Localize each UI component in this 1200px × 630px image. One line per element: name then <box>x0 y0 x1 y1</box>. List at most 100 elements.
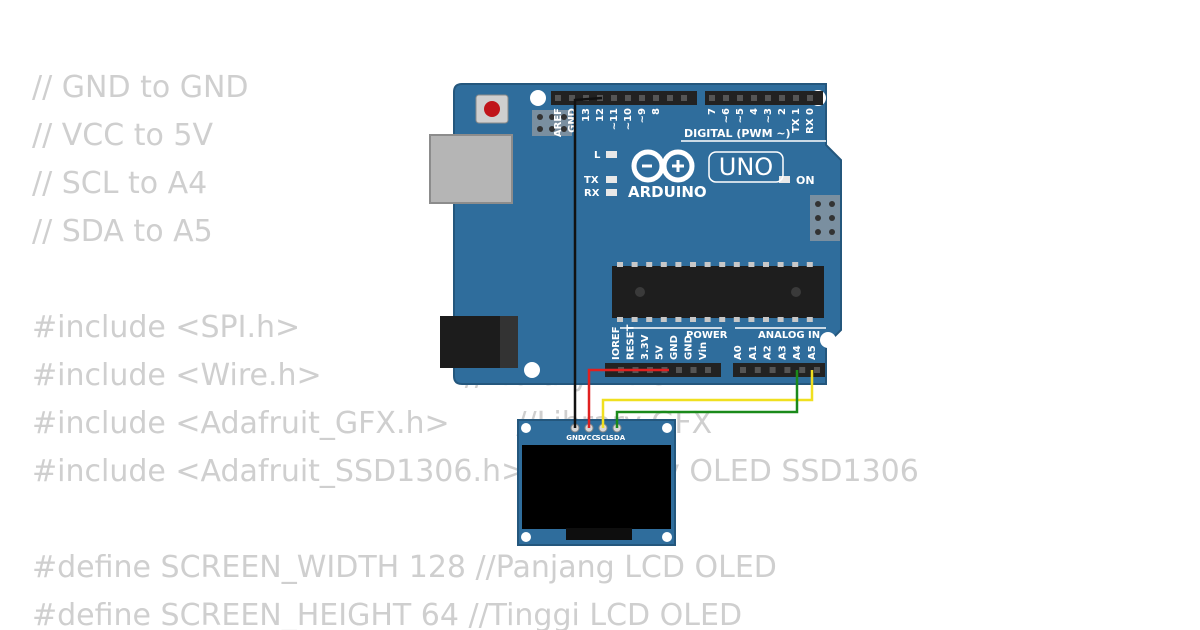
power-pin-label: 3.3V <box>640 334 651 360</box>
usb-connector <box>429 134 513 204</box>
chip-pin <box>631 317 638 322</box>
header-hole <box>639 95 645 101</box>
svg-text:TX: TX <box>584 175 599 186</box>
chip-pin <box>675 262 682 267</box>
wire-gnd[interactable] <box>573 96 603 428</box>
header-hole <box>737 95 743 101</box>
chip-pin <box>777 262 784 267</box>
power-label: POWER <box>686 330 728 341</box>
digital-pin-label: AREF <box>553 108 564 137</box>
chip-pin <box>646 262 653 267</box>
svg-text:UNO: UNO <box>719 153 773 181</box>
mounting-hole <box>662 532 672 542</box>
digital-pin-label: ~11 <box>609 108 620 130</box>
header-hole <box>754 367 761 373</box>
chip-pin <box>719 317 726 322</box>
mounting-hole <box>521 423 531 433</box>
digital-header-label: DIGITAL (PWM ~) <box>684 127 791 140</box>
analog-pin-label: A4 <box>792 345 803 360</box>
header-hole <box>784 367 791 373</box>
power-pin-label: GND <box>669 335 680 360</box>
power-pin-label: Vin <box>698 342 709 360</box>
chip-pin <box>806 262 813 267</box>
chip-pin <box>748 317 755 322</box>
chip-pin <box>675 317 682 322</box>
header-hole <box>751 95 757 101</box>
mounting-hole <box>662 423 672 433</box>
chip-pins <box>617 262 813 322</box>
reset-button[interactable] <box>475 94 509 124</box>
microcontroller-chip <box>612 266 824 318</box>
model-badge: UNO <box>708 151 784 183</box>
chip-pin <box>733 262 740 267</box>
power-jack <box>440 316 518 368</box>
header-hole <box>769 367 776 373</box>
chip-pin <box>617 262 623 267</box>
header-hole <box>723 95 729 101</box>
chip-pin <box>763 262 769 267</box>
chip-pin <box>631 262 638 267</box>
header-hole <box>555 95 561 101</box>
analog-label: ANALOG IN <box>758 330 820 341</box>
oled-ribbon <box>566 528 632 540</box>
chip-pin <box>719 262 726 267</box>
brand-label: ARDUINO <box>628 183 707 201</box>
chip-pin <box>748 262 755 267</box>
header-hole <box>690 367 697 373</box>
wire-scl[interactable] <box>601 370 814 428</box>
digital-pin-label: ~9 <box>637 108 648 123</box>
digital-pin-label: ~6 <box>721 108 732 123</box>
chip-pin <box>704 317 711 322</box>
digital-pin-label: ~5 <box>735 108 746 123</box>
icsp-header-small <box>532 110 572 136</box>
chip-pin <box>660 317 667 322</box>
mounting-hole <box>820 332 836 348</box>
code-line: // SDA to A5 <box>32 214 213 249</box>
icsp-header-right <box>810 195 840 241</box>
chip-pin <box>763 317 769 322</box>
oled-pin-label: SCL <box>596 434 611 442</box>
mounting-hole <box>524 362 540 378</box>
wires <box>573 96 814 428</box>
header-hole <box>765 95 771 101</box>
oled-pin-label: VCC <box>581 434 597 442</box>
code-line: #define SCREEN_HEIGHT 64 //Tinggi LCD OL… <box>32 598 743 630</box>
chip-pin <box>792 262 799 267</box>
chip-pin <box>617 317 623 322</box>
svg-text:ON: ON <box>796 174 815 187</box>
header-hole <box>611 95 617 101</box>
oled-display <box>522 445 671 529</box>
wire-vcc[interactable] <box>587 368 669 428</box>
code-line: // VCC to 5V <box>32 118 213 153</box>
chip-pin <box>690 317 696 322</box>
wire-sda[interactable] <box>615 370 799 428</box>
header-hole <box>705 367 711 373</box>
analog-pin-label: A5 <box>807 345 818 360</box>
code-line: // GND to GND <box>32 70 249 105</box>
code-line: #define SCREEN_WIDTH 128 //Panjang LCD O… <box>32 550 777 585</box>
digital-pin-label: 12 <box>595 108 606 122</box>
analog-pin-label: A0 <box>733 345 744 360</box>
power-pin-label: IOREF <box>611 326 622 360</box>
oled-pin-label: GND <box>566 434 584 442</box>
power-pin-label: RESET <box>626 324 637 360</box>
header-hole <box>667 95 673 101</box>
svg-text:RX: RX <box>584 188 600 199</box>
header-hole <box>814 367 820 373</box>
header-hole <box>709 95 715 101</box>
digital-pin-label: ~3 <box>763 108 774 123</box>
analog-pin-label: A2 <box>763 345 774 360</box>
digital-pin-label: 4 <box>749 108 760 115</box>
digital-header <box>551 91 823 105</box>
chip-pin <box>690 262 696 267</box>
chip-pin <box>777 317 784 322</box>
led-tx: TX <box>584 175 617 186</box>
header-hole <box>653 95 659 101</box>
chip-pin <box>733 317 740 322</box>
power-pin-label: 5V <box>655 345 666 360</box>
